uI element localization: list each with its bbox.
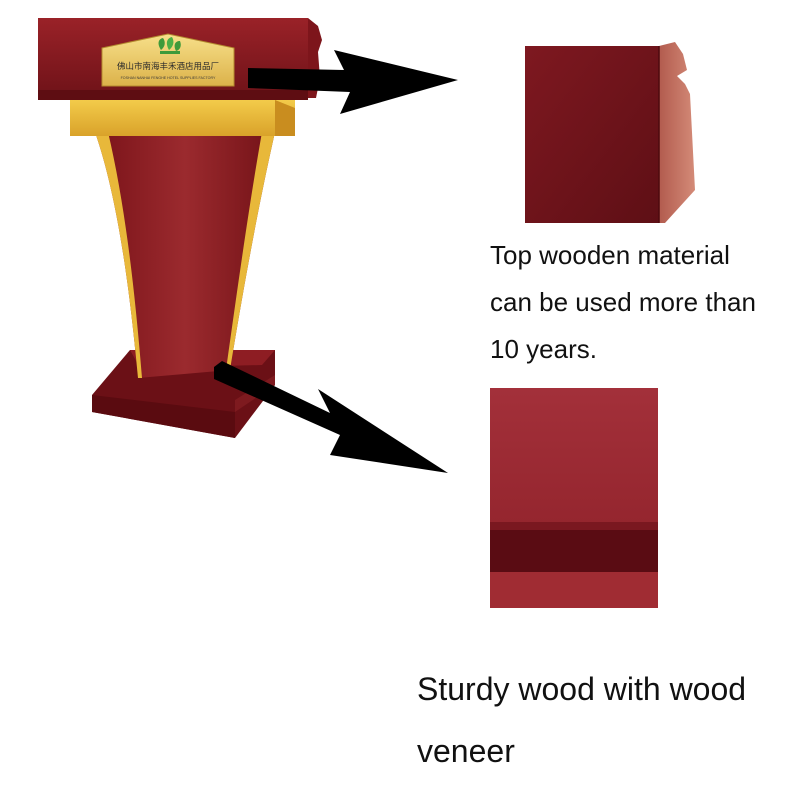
arrow-top-icon xyxy=(248,50,458,114)
detail-bottom-image xyxy=(490,388,658,608)
caption-bottom-line-1: Sturdy wood with wood xyxy=(417,671,747,707)
podium-body xyxy=(95,132,275,378)
detail-top-image xyxy=(525,42,695,223)
green-leaf-logo xyxy=(158,37,181,54)
caption-top-line-3: 10 years. xyxy=(490,334,597,364)
plaque-title: 佛山市南海丰禾酒店用品厂 xyxy=(117,61,219,72)
podium-gold-band xyxy=(70,100,295,136)
caption-top-line-2: can be used more than xyxy=(490,287,756,317)
podium-image: 佛山市南海丰禾酒店用品厂 FOSHAN NANHAI FENGHE HOTEL … xyxy=(38,18,322,438)
caption-top-line-1: Top wooden material xyxy=(490,240,730,270)
caption-bottom-wood: Sturdy wood with wood veneer xyxy=(417,658,797,782)
arrow-bottom-icon xyxy=(214,361,448,473)
plaque-subtitle: FOSHAN NANHAI FENGHE HOTEL SUPPLIES FACT… xyxy=(121,76,216,80)
caption-top-material: Top wooden material can be used more tha… xyxy=(490,232,790,373)
plaque: 佛山市南海丰禾酒店用品厂 FOSHAN NANHAI FENGHE HOTEL … xyxy=(101,33,235,87)
caption-bottom-line-2: veneer xyxy=(417,733,515,769)
